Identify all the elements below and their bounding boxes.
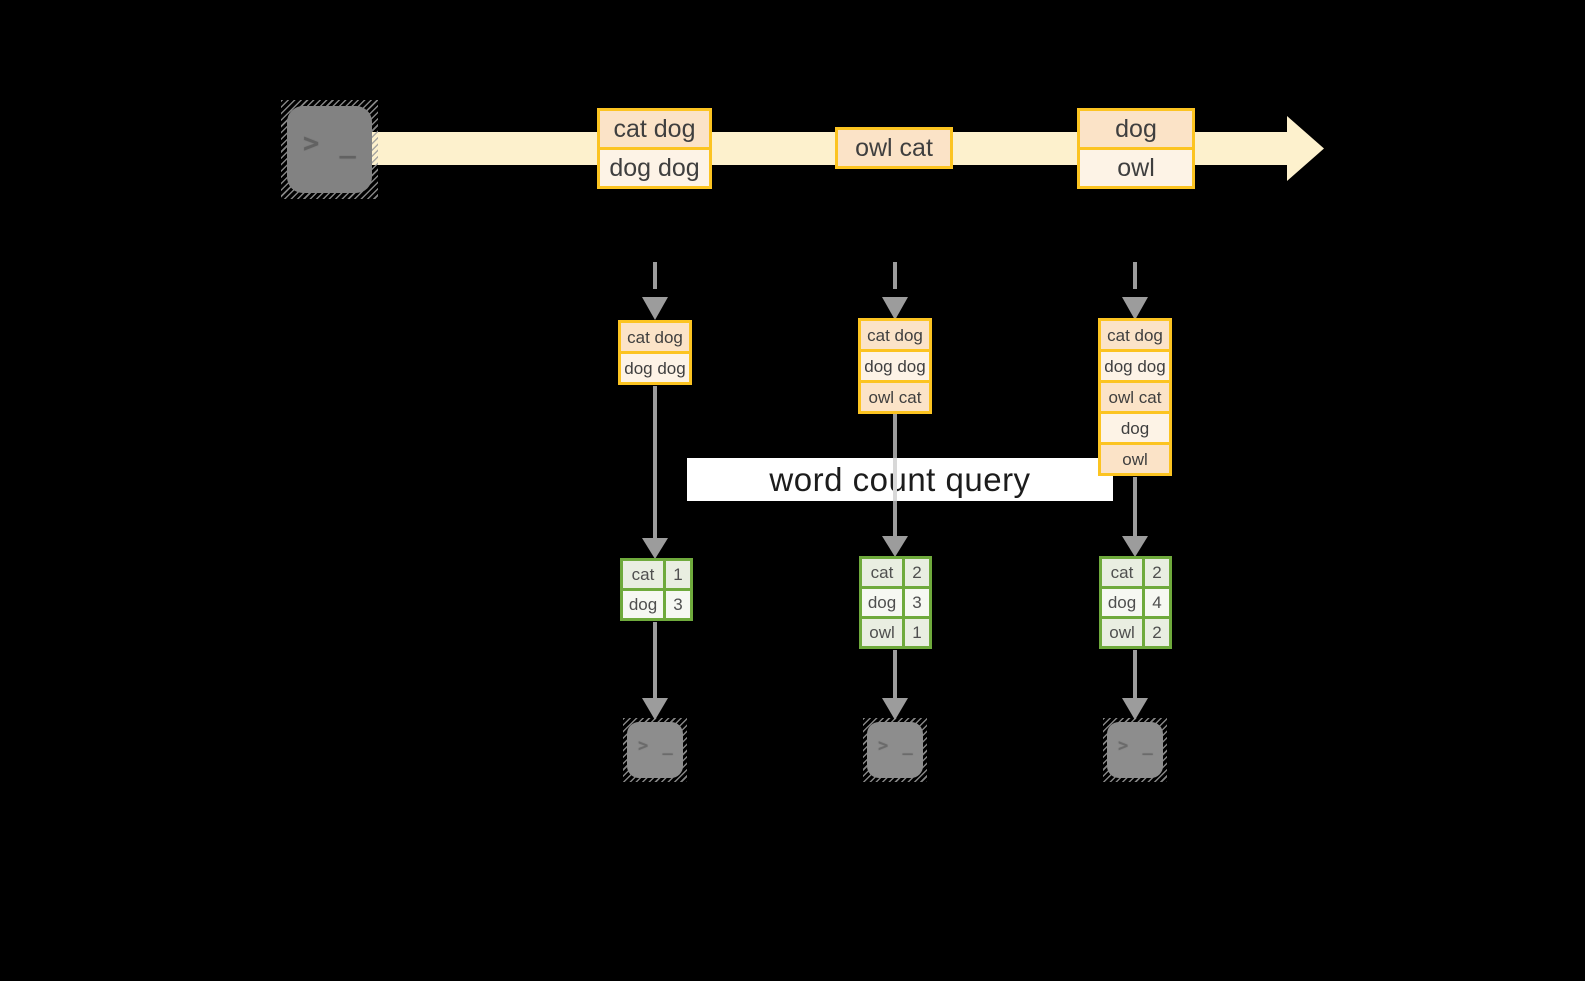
terminal-source-icon: > _ [281,100,378,199]
buffer-record: owl [1101,445,1169,473]
buffer-record: dog dog [621,354,689,382]
terminal-prompt-icon: > _ [303,128,358,159]
event-record: cat dog [600,111,709,147]
arrow-down-icon [642,698,668,720]
terminal-icon: > _ [627,722,683,778]
event-record: owl cat [838,130,950,166]
arrow-overlap-line [893,458,897,501]
count-word-cell: cat [862,559,902,586]
output-arrows [642,622,1148,720]
terminal-prompt-icon: > _ [638,736,675,756]
arrow-down-icon [642,538,668,559]
arrow-down-icon [882,297,908,320]
buffer-record: cat dog [621,323,689,351]
stream-event-box: cat dog dog dog [597,108,712,189]
buffer-record: cat dog [1101,321,1169,349]
terminal-output-icon: > _ [863,718,927,782]
buffer-stack: cat dog dog dog [618,320,692,385]
count-word-cell: dog [862,589,902,616]
ingest-arrows [642,262,1148,320]
count-value-cell: 2 [1145,619,1169,646]
count-word-cell: cat [623,561,663,588]
count-value-cell: 3 [905,589,929,616]
stream-event-box: dog owl [1077,108,1195,189]
word-count-query-label: word count query [769,460,1031,498]
event-record: dog [1080,111,1192,147]
buffer-stack: cat dog dog dog owl cat [858,318,932,414]
arrow-down-icon [1122,698,1148,720]
buffer-record: dog dog [1101,352,1169,380]
count-table: cat 2 dog 3 owl 1 [859,556,932,649]
stream-arrowhead-icon [1287,116,1324,181]
event-record: dog dog [600,150,709,186]
terminal-output-icon: > _ [1103,718,1167,782]
arrow-down-icon [1122,536,1148,557]
count-value-cell: 2 [905,559,929,586]
arrow-down-icon [882,536,908,557]
terminal-icon: > _ [287,106,372,193]
count-word-cell: owl [862,619,902,646]
arrow-down-icon [882,698,908,720]
count-value-cell: 1 [905,619,929,646]
stream-event-box: owl cat [835,127,953,169]
buffer-record: owl cat [1101,383,1169,411]
arrow-down-icon [1122,297,1148,320]
count-table: cat 1 dog 3 [620,558,693,621]
buffer-record: dog [1101,414,1169,442]
word-count-query-band: word count query [687,458,1113,501]
count-word-cell: dog [623,591,663,618]
terminal-icon: > _ [867,722,923,778]
buffer-record: cat dog [861,321,929,349]
count-value-cell: 2 [1145,559,1169,586]
buffer-record: owl cat [861,383,929,411]
count-value-cell: 4 [1145,589,1169,616]
event-record: owl [1080,150,1192,186]
count-word-cell: dog [1102,589,1142,616]
count-word-cell: owl [1102,619,1142,646]
arrow-down-icon [642,297,668,320]
terminal-prompt-icon: > _ [1118,736,1155,756]
count-table: cat 2 dog 4 owl 2 [1099,556,1172,649]
query-arrows [642,386,1148,559]
buffer-stack: cat dog dog dog owl cat dog owl [1098,318,1172,476]
buffer-record: dog dog [861,352,929,380]
terminal-icon: > _ [1107,722,1163,778]
count-value-cell: 3 [666,591,690,618]
count-value-cell: 1 [666,561,690,588]
count-word-cell: cat [1102,559,1142,586]
terminal-prompt-icon: > _ [878,736,915,756]
terminal-output-icon: > _ [623,718,687,782]
